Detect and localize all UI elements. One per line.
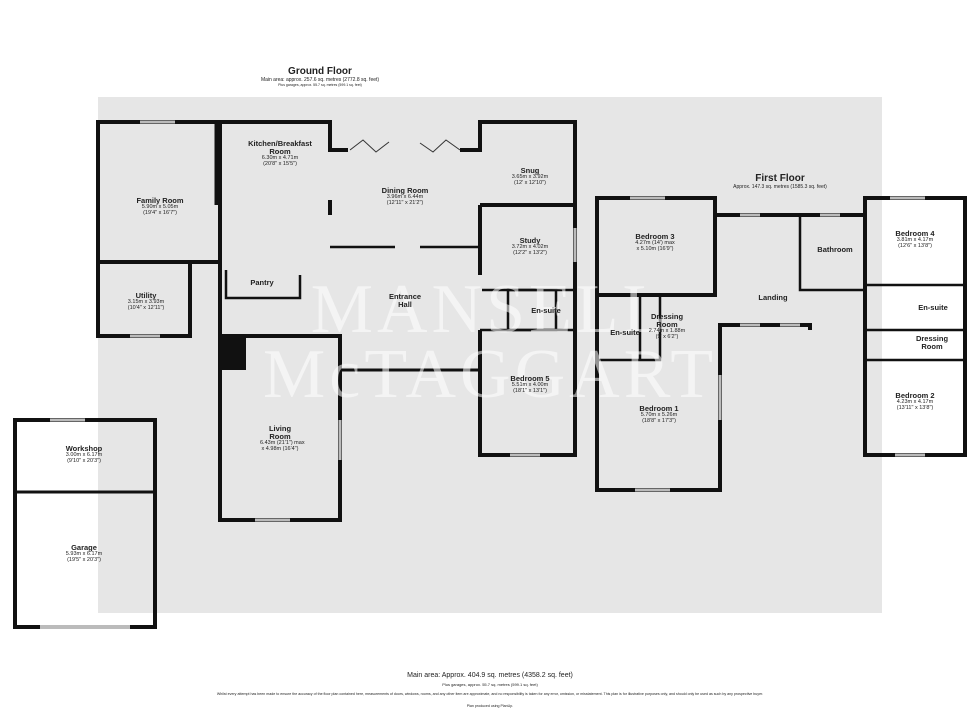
watermark: MANSELL [311, 270, 670, 350]
room-dims-imperial: (13'11" x 13'8") [896, 404, 934, 411]
room-name: Dining Room [381, 186, 429, 195]
room-name: Bedroom 1 [639, 404, 679, 413]
ground-floor-area: Main area: approx. 257.6 sq. metres (277… [260, 77, 380, 83]
room-dressing-room-fr: Dressing Room [912, 335, 952, 351]
room-dims: 3.15m x 3.93m [127, 298, 165, 305]
windows [40, 120, 925, 629]
room-dims-imperial: x 4.98m (16'4") [261, 445, 299, 452]
room-dims: 3.72m x 4.02m [511, 243, 549, 250]
room-name: Snug [520, 166, 540, 175]
garages-area: Plus garages, approx. 55.7 sq. metres (5… [442, 682, 538, 687]
ground-floor-header: Ground Floor Main area: approx. 257.6 sq… [261, 66, 379, 87]
room-dims-imperial: x 5.10m (16'9") [636, 245, 674, 252]
first-floor-area: Approx. 147.3 sq. metres (1585.3 sq. fee… [733, 184, 827, 190]
wall-kitchen [220, 120, 348, 152]
room-dims: 6.43m (21'1") max [260, 439, 305, 446]
room-dims-imperial: (19'4" x 16'7") [143, 209, 177, 216]
room-dims: 2.74m x 1.88m [648, 327, 686, 334]
room-name: Bedroom 3 [635, 232, 675, 241]
first-floor-title: First Floor [755, 173, 805, 184]
room-dims: 5.51m x 4.00m [511, 381, 549, 388]
room-landing: Landing [758, 294, 787, 302]
room-entrance-hall: Entrance Hall [385, 293, 425, 309]
room-name: En-suite [918, 303, 948, 312]
walls [13, 120, 967, 629]
room-dims: 3.81m x 4.17m [896, 236, 934, 243]
room-ensuite-gf: En-suite [531, 307, 561, 315]
room-dims-imperial: (12'2" x 13'2") [513, 249, 547, 256]
room-dims: 3.65m x 3.92m [511, 173, 549, 180]
room-name: Dressing Room [915, 334, 949, 351]
room-dims: 3.96m x 6.44m [386, 193, 424, 200]
room-name: Bedroom 5 [510, 374, 550, 383]
room-name: Living Room [268, 424, 292, 441]
room-dims: 5.90m x 5.05m [141, 203, 179, 210]
room-name: Bathroom [817, 245, 853, 254]
room-dims-imperial: (19'5" x 20'3") [67, 556, 101, 563]
room-name: Bedroom 2 [895, 391, 935, 400]
room-dims: 4.27m (14') max [635, 239, 675, 246]
room-dims-imperial: (9' x 6'2") [655, 333, 679, 340]
room-dims: 5.70m x 5.26m [640, 411, 678, 418]
total-area: Main area: Approx. 404.9 sq. metres (435… [407, 672, 573, 679]
room-pantry: Pantry [250, 279, 273, 287]
watermark-line-2: McTAGGART [263, 336, 717, 413]
watermark-line-1: MANSELL [310, 271, 670, 348]
bifold-doors [349, 139, 461, 153]
ground-floor-garages: Plus garages, approx. 55.7 sq. metres (5… [278, 83, 362, 87]
room-name: Utility [135, 291, 157, 300]
disclaimer: Whilst every attempt has been made to en… [216, 692, 764, 696]
wall-snug-study [460, 120, 577, 457]
room-name: Entrance Hall [388, 292, 422, 309]
room-dims-imperial: (20'8" x 15'5") [263, 160, 297, 167]
room-name: Garage [71, 543, 97, 552]
watermark: McTAGGART [263, 335, 717, 415]
room-bathroom: Bathroom [817, 246, 852, 254]
room-dims-imperial: (9'10" x 20'3") [67, 457, 101, 464]
room-dims-imperial: (12' x 12'10") [514, 179, 546, 186]
first-floor-header: First Floor Approx. 147.3 sq. metres (15… [733, 173, 827, 190]
room-dims: 5.93m x 6.17m [65, 550, 103, 557]
room-name: Family Room [136, 196, 184, 205]
room-name: Dressing Room [650, 312, 684, 329]
ground-floor-title: Ground Floor [288, 66, 352, 77]
room-name: Bedroom 4 [895, 229, 935, 238]
room-name: En-suite [531, 306, 561, 315]
room-dims-imperial: (10'4" x 12'11") [127, 304, 165, 311]
room-name: Study [519, 236, 541, 245]
room-name: Landing [758, 293, 788, 302]
room-name: En-suite [610, 328, 640, 337]
room-dims: 4.23m x 4.17m [896, 398, 934, 405]
room-name: Workshop [65, 444, 103, 453]
room-dims-imperial: (18'1" x 13'1") [513, 387, 547, 394]
room-name: Kitchen/Breakfast Room [248, 139, 312, 156]
room-ensuite-bed4: En-suite [918, 304, 948, 312]
produced-by: Plan produced using PlanUp. [466, 704, 514, 708]
room-ensuite-bed3: En-suite [610, 329, 640, 337]
room-dims-imperial: (12'11" x 21'2") [386, 199, 424, 206]
room-dims: 6.30m x 4.71m [261, 154, 299, 161]
room-dims: 3.00m x 6.17m [65, 451, 103, 458]
room-dims-imperial: (12'6" x 13'8") [898, 242, 932, 249]
room-name: Pantry [250, 278, 274, 287]
room-dims-imperial: (18'8" x 17'3") [642, 417, 676, 424]
